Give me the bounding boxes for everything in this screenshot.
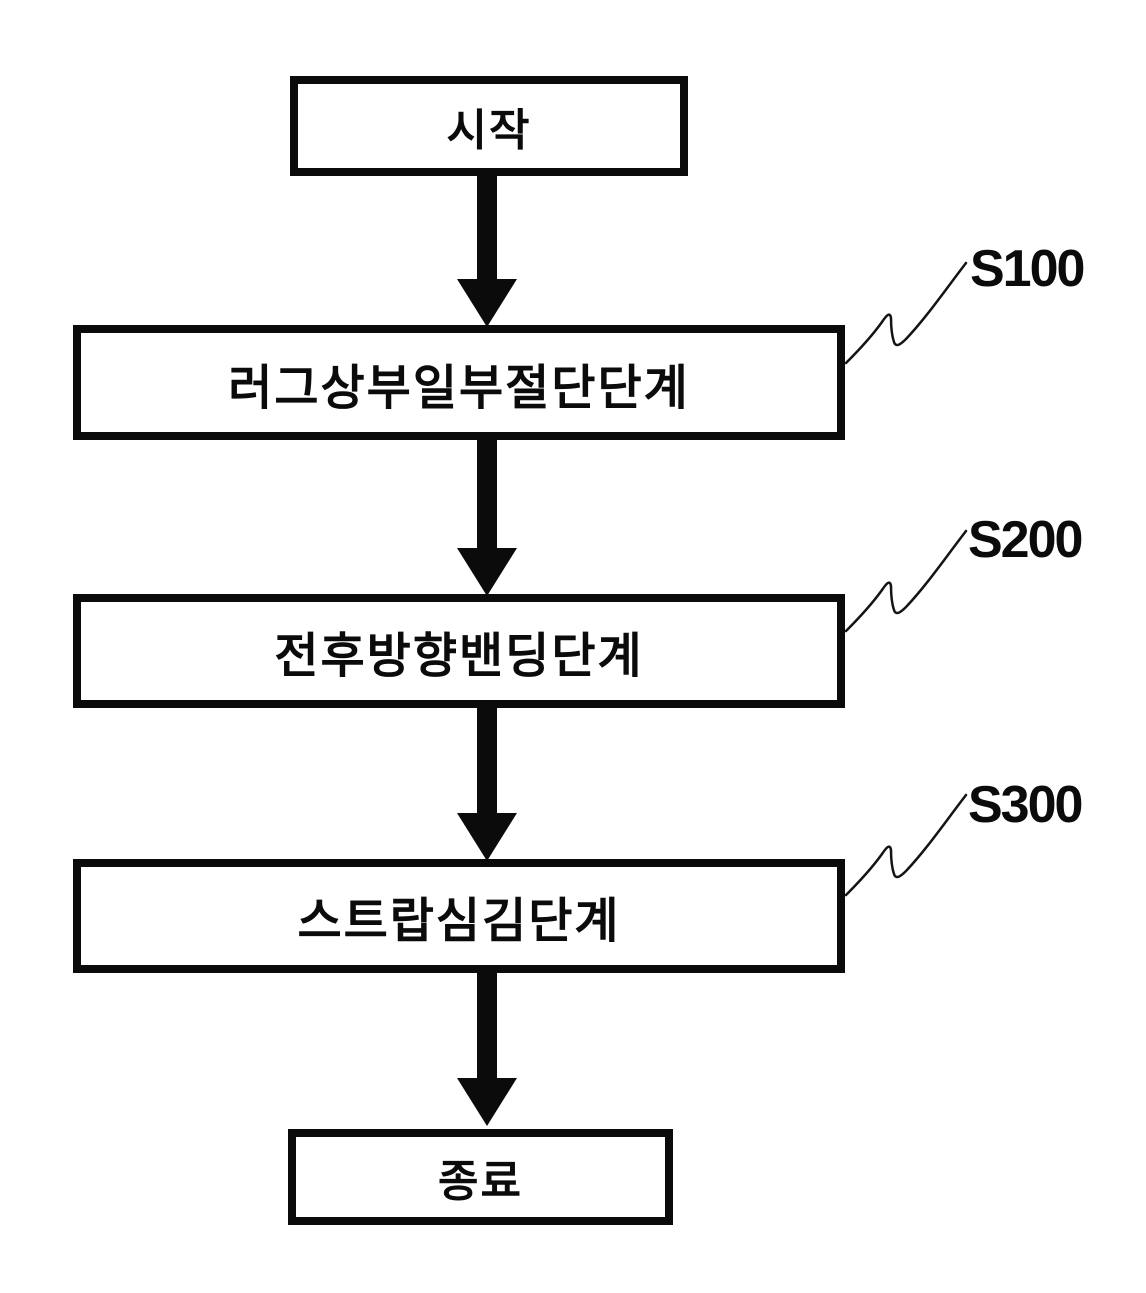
arrow-step3-to-end [457, 971, 517, 1126]
node-start: 시작 [290, 76, 688, 176]
node-step3-label: 스트랍심김단계 [297, 895, 621, 948]
node-start-label: 시작 [446, 106, 532, 155]
node-step2: 전후방향밴딩단계 [73, 594, 845, 708]
step-ref-s300: S300 [968, 776, 1083, 834]
node-step3: 스트랍심김단계 [73, 859, 845, 973]
node-step2-label: 전후방향밴딩단계 [274, 630, 644, 683]
node-end-label: 종료 [438, 1157, 523, 1206]
step-ref-s100: S100 [970, 240, 1085, 298]
node-step1: 러그상부일부절단단계 [73, 325, 845, 440]
leader-line-s300 [844, 793, 968, 897]
node-step1-label: 러그상부일부절단단계 [228, 361, 690, 415]
arrow-step1-to-step2 [457, 438, 517, 596]
leader-line-s200 [844, 529, 968, 633]
arrow-step2-to-step3 [457, 707, 517, 861]
leader-line-s100 [844, 261, 968, 365]
node-end: 종료 [288, 1129, 673, 1225]
step-ref-s200: S200 [968, 511, 1083, 569]
arrow-start-to-step1 [457, 175, 517, 327]
